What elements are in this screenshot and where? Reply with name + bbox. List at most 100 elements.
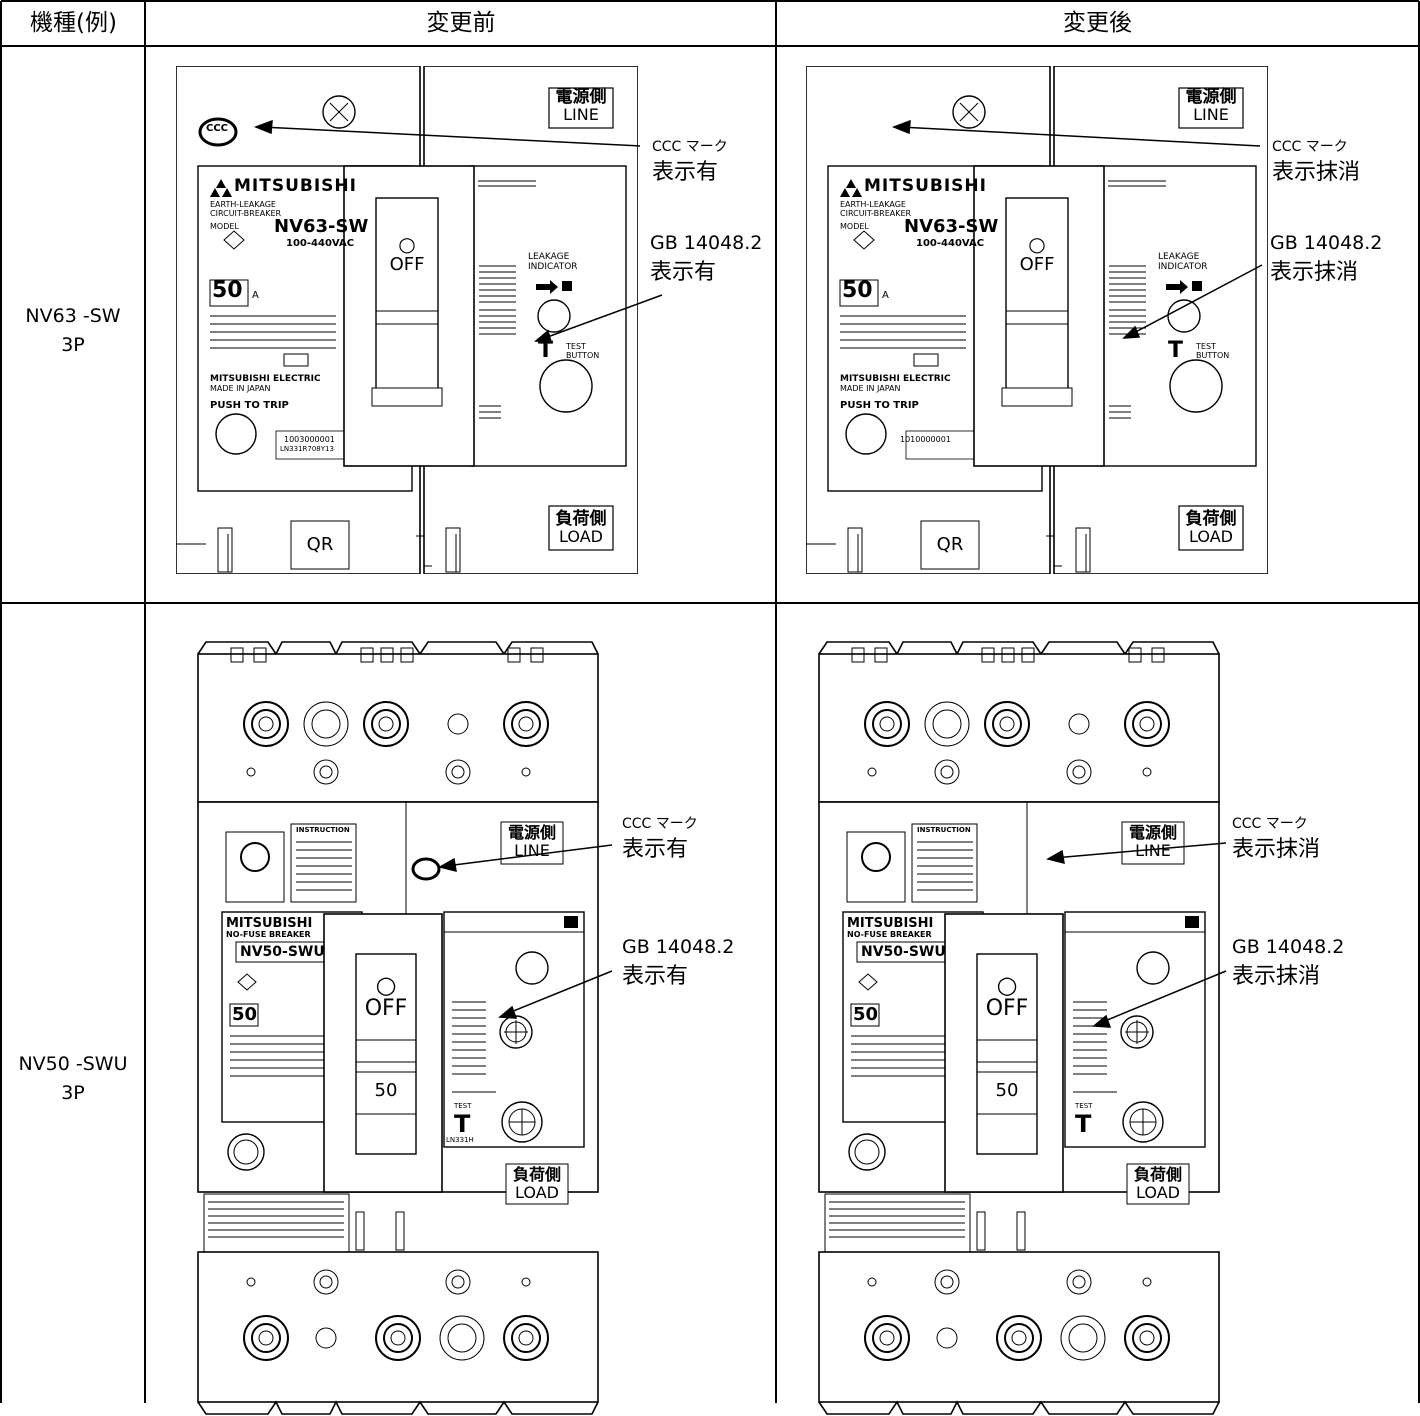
push-to-trip: PUSH TO TRIP [210, 400, 289, 411]
pole-count: 3P [61, 1082, 85, 1104]
test-t: T [538, 338, 554, 363]
load-kanji: 負荷側 [512, 1165, 561, 1184]
line-kanji: 電源側 [507, 823, 556, 842]
load-kanji: 負荷側 [1185, 509, 1237, 529]
breaker-type-1: EARTH-LEAKAGE [840, 200, 906, 209]
rated-voltage: 100-440VAC [916, 238, 985, 249]
row-label-nv50: NV50 -SWU 3P [3, 1050, 143, 1108]
load-box: 負荷側 LOAD [1179, 510, 1243, 546]
load-label: LOAD [1189, 527, 1233, 546]
gb-text: GB 14048.2 [650, 232, 763, 254]
load-kanji: 負荷側 [555, 509, 607, 529]
off-label: OFF [389, 254, 425, 275]
gb-text: GB 14048.2 [622, 936, 735, 958]
load-label: LOAD [559, 527, 603, 546]
gb-annotation-after-nv50: GB 14048.2 表示抹消 [1232, 932, 1344, 992]
model-label: MODEL [210, 222, 239, 231]
ccc-mark-text: CCC マーク [1232, 816, 1308, 832]
qr-code: QR [936, 534, 964, 555]
ccc-status: 表示有 [652, 160, 719, 185]
off-label: OFF [985, 996, 1029, 1021]
ccc-annotation-before-nv50: CCC マーク 表示有 [622, 813, 698, 865]
breaker-brand: MITSUBISHI [226, 916, 313, 931]
gb-status: 表示抹消 [1270, 260, 1359, 285]
ccc-mark-text: CCC マーク [652, 139, 728, 155]
model-number: NV63-SW [274, 216, 369, 237]
breaker-type-2: CIRCUIT-BREAKER [840, 209, 912, 218]
nv63-before-drawing: CCC MITSUBISHI EARTH-LEAKAGE CIRCUIT-BRE… [176, 66, 638, 574]
line-box: 電源側 LINE [501, 824, 563, 860]
test-t: T [1168, 338, 1184, 363]
serial-number: 1010000001 [900, 435, 951, 444]
off-indicator: ○ OFF [376, 234, 438, 275]
line-box: 電源側 LINE [1122, 824, 1184, 860]
rated-current: 50 [232, 1004, 258, 1025]
nv63-after-drawing: MITSUBISHI EARTH-LEAKAGE CIRCUIT-BREAKER… [806, 66, 1268, 574]
breaker-brand: MITSUBISHI [864, 176, 987, 196]
load-box: 負荷側 LOAD [549, 510, 613, 546]
test-t: T [454, 1110, 471, 1138]
breaker-type-1: EARTH-LEAKAGE [210, 200, 276, 209]
rated-current: 50 [853, 1004, 879, 1025]
ccc-annotation-before: CCC マーク 表示有 [652, 136, 728, 188]
ccc-status: 表示有 [622, 837, 689, 862]
ccc-annotation-after-nv50: CCC マーク 表示抹消 [1232, 813, 1320, 865]
ccc-mark-text: CCC マーク [622, 816, 698, 832]
gb-annotation-before: GB 14048.2 表示有 [650, 228, 762, 288]
line-kanji: 電源側 [1185, 87, 1237, 107]
ccc-status: 表示抹消 [1272, 160, 1361, 185]
gb-status: 表示抹消 [1232, 964, 1321, 989]
off-label: OFF [1019, 254, 1055, 275]
instruction-title: INSTRUCTION [917, 826, 971, 834]
qr-code: QR [306, 534, 334, 555]
maker: MITSUBISHI ELECTRIC [840, 374, 951, 384]
model-name: NV63 -SW [25, 305, 121, 327]
nv50-after-drawing: INSTRUCTION MITSUBISHI NO-FUSE BREAKER N… [817, 632, 1221, 1416]
line-label: LINE [563, 105, 599, 124]
ccc-mark-icon: CCC [206, 123, 229, 134]
handle-rating: 50 [995, 1080, 1019, 1101]
load-box: 負荷側 LOAD [1127, 1166, 1189, 1202]
amp-unit: A [252, 290, 259, 301]
gb-text: GB 14048.2 [1232, 936, 1345, 958]
rated-voltage: 100-440VAC [286, 238, 355, 249]
gb-annotation-after: GB 14048.2 表示抹消 [1270, 228, 1382, 288]
gb-text: GB 14048.2 [1270, 232, 1383, 254]
off-indicator: ○ OFF [356, 973, 416, 1021]
ccc-status: 表示抹消 [1232, 837, 1321, 862]
off-indicator: ○ OFF [977, 973, 1037, 1021]
off-indicator: ○ OFF [1006, 234, 1068, 275]
line-box: 電源側 LINE [549, 88, 613, 124]
model-name: NV50 -SWU [18, 1053, 128, 1075]
test-label: TEST [454, 1102, 472, 1110]
line-label: LINE [1135, 841, 1171, 860]
made-in: MADE IN JAPAN [210, 384, 271, 393]
nv50-before-drawing: INSTRUCTION MITSUBISHI NO-FUSE BREAKER N… [196, 632, 600, 1416]
line-kanji: 電源側 [555, 87, 607, 107]
load-label: LOAD [515, 1183, 559, 1202]
load-box: 負荷側 LOAD [506, 1166, 568, 1202]
lot-number: LN331R708Y13 [280, 445, 334, 453]
made-in: MADE IN JAPAN [840, 384, 901, 393]
off-label: OFF [364, 996, 408, 1021]
amp-unit: A [882, 290, 889, 301]
line-label: LINE [1193, 105, 1229, 124]
breaker-brand: MITSUBISHI [847, 916, 934, 931]
model-number: NV50-SWU [240, 944, 325, 960]
row-label-nv63: NV63 -SW 3P [3, 302, 143, 360]
model-number: NV50-SWU [861, 944, 946, 960]
gb-annotation-before-nv50: GB 14048.2 表示有 [622, 932, 734, 992]
model-label: MODEL [840, 222, 869, 231]
lot-number: LN331H [446, 1136, 474, 1144]
maker: MITSUBISHI ELECTRIC [210, 374, 321, 384]
test-t: T [1075, 1110, 1092, 1138]
ccc-annotation-after: CCC マーク 表示抹消 [1272, 136, 1360, 188]
load-label: LOAD [1136, 1183, 1180, 1202]
